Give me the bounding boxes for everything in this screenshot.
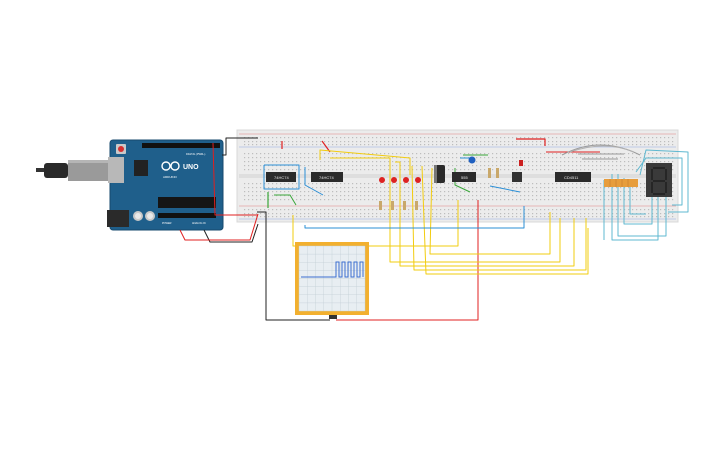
- wire-red-scope: [336, 200, 479, 321]
- wire-blue-5: [489, 185, 521, 193]
- chip-u4[interactable]: CD4511: [555, 172, 591, 182]
- chip-u3[interactable]: 555: [452, 172, 476, 182]
- wire-yellow-5: [411, 165, 587, 271]
- analog-label: ANALOG IN: [192, 222, 206, 225]
- arduino-logo: [161, 161, 180, 171]
- arduino-uno-board[interactable]: UNO ARDUINO DIGITAL (PWM~) POWER ANALOG …: [107, 139, 224, 231]
- wire-yellow-3: [330, 157, 561, 263]
- resistor-6: [496, 168, 499, 178]
- arduino-maker-label: ARDUINO: [163, 175, 178, 179]
- wire-cyan-6: [639, 149, 689, 213]
- led-3: [403, 177, 409, 183]
- wires: [179, 137, 689, 321]
- wire-cyan-2: [617, 174, 667, 237]
- wire-yellow-2: [319, 149, 411, 175]
- power-jack: [107, 210, 129, 227]
- led-4: [415, 177, 421, 183]
- oscilloscope-grid: [298, 245, 366, 312]
- wire-black-arduino-gnd: [203, 223, 259, 243]
- wire-yellow-7: [429, 167, 551, 255]
- chip-u1[interactable]: 74HC74: [266, 172, 296, 182]
- oscilloscope-trace: [301, 261, 364, 278]
- wire-blue-2: [304, 167, 324, 196]
- capacitor[interactable]: [434, 165, 445, 183]
- resistor-1: [379, 201, 382, 210]
- wire-yellow-1: [292, 200, 459, 247]
- led-1: [379, 177, 385, 183]
- chip-u2-label: 74HC74: [319, 175, 334, 180]
- resistor-2: [391, 201, 394, 210]
- wire-cyan-3: [623, 178, 653, 225]
- resistor-4: [415, 201, 418, 210]
- pushbutton[interactable]: [512, 172, 522, 182]
- wire-red-5v: [212, 142, 258, 216]
- chip-u1-label: 74HC74: [274, 175, 289, 180]
- wire-red-top-2: [321, 140, 331, 153]
- wire-red-right-1: [516, 138, 546, 146]
- resistor-3: [403, 201, 406, 210]
- uno-label: UNO: [183, 164, 199, 171]
- wire-cyan-4: [629, 180, 646, 215]
- led-2: [391, 177, 397, 183]
- dip-switch[interactable]: [604, 179, 638, 187]
- digital-header-label: DIGITAL (PWM~): [186, 153, 206, 156]
- atmega-chip: [158, 197, 216, 208]
- wire-black-scope-gnd: [257, 211, 330, 321]
- resistor-5: [488, 168, 491, 178]
- wire-blue-1: [263, 164, 300, 190]
- digital-header: [142, 143, 220, 148]
- wire-grey-2: [569, 145, 635, 153]
- wire-blue-3: [304, 206, 525, 229]
- wire-yellow-4: [395, 161, 575, 267]
- leds[interactable]: [379, 177, 421, 183]
- wire-red-arduino: [179, 213, 259, 241]
- chip-u2[interactable]: 74HC74: [311, 172, 343, 182]
- ceramic-capacitor[interactable]: [468, 156, 476, 164]
- wire-green-2: [274, 194, 297, 206]
- wire-black-gnd: [222, 137, 258, 156]
- chip-u3-label: 555: [461, 175, 468, 180]
- breadboard-holes: [244, 137, 674, 218]
- usb-socket: [108, 157, 124, 183]
- seven-segment-display[interactable]: [646, 163, 672, 197]
- power-header: [158, 213, 216, 218]
- chip-u4-label: CD4511: [564, 175, 579, 180]
- power-label: POWER: [162, 222, 172, 225]
- wire-cyan-1: [611, 174, 659, 241]
- usb-cable: [36, 160, 112, 181]
- oscilloscope-probe: [329, 315, 337, 319]
- oscilloscope[interactable]: [295, 242, 369, 319]
- resistors[interactable]: [379, 168, 499, 210]
- wire-yellow-6: [421, 165, 589, 275]
